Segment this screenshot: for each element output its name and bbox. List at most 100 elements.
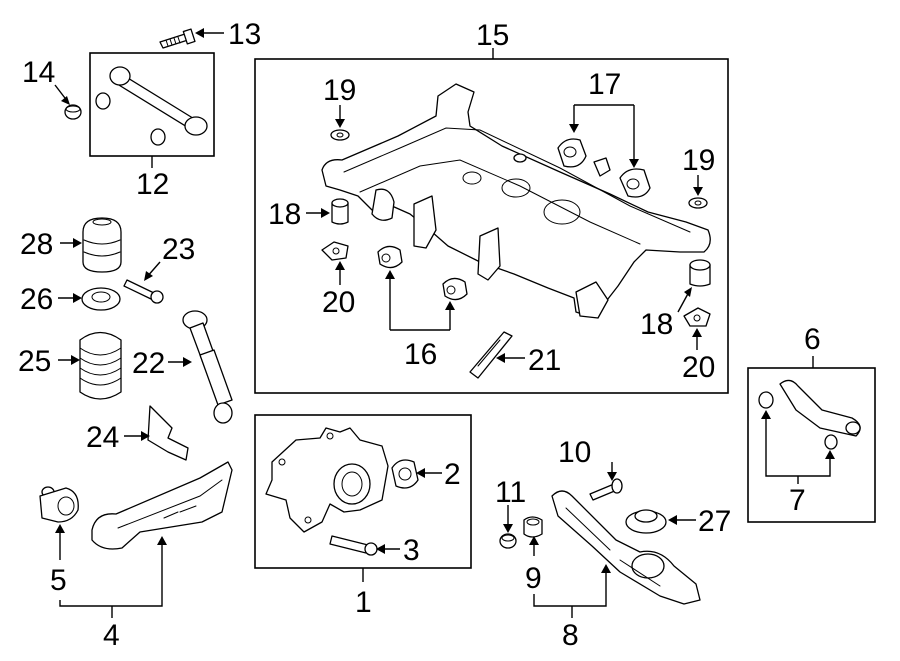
arrow-23 <box>144 271 153 281</box>
bushing-9 <box>523 516 543 538</box>
arrow-26 <box>73 293 82 303</box>
leader-8 <box>533 568 607 618</box>
arrow-5 <box>55 524 65 533</box>
callout-24: 24 <box>86 421 119 454</box>
plate-21 <box>469 331 513 379</box>
crossmember-group-box <box>254 58 729 394</box>
callout-19-right: 19 <box>682 144 715 177</box>
callout-9: 9 <box>525 562 542 595</box>
arrow-21 <box>496 353 505 363</box>
lower-arm-8 <box>551 490 701 605</box>
control-link-group-box <box>747 367 876 523</box>
bolt-23 <box>123 279 164 304</box>
callout-28: 28 <box>20 228 53 261</box>
callout-2: 2 <box>444 458 461 491</box>
callout-10: 10 <box>558 436 591 469</box>
leader-7 <box>765 414 831 484</box>
callout-17: 17 <box>588 68 621 101</box>
callout-20-right: 20 <box>682 351 715 384</box>
callout-26: 26 <box>20 283 53 316</box>
washer-19-right-hole <box>694 200 702 206</box>
callout-18-left: 18 <box>268 198 301 231</box>
callout-20-left: 20 <box>322 286 355 319</box>
crossmember-15 <box>321 83 711 319</box>
washer-19-left <box>330 129 350 141</box>
arrow-20-left <box>335 261 345 270</box>
callout-25: 25 <box>18 345 51 378</box>
arrow-2 <box>416 468 425 478</box>
callout-16: 16 <box>404 338 437 371</box>
arrow-11 <box>503 524 513 533</box>
arrow-4 <box>157 536 167 545</box>
bracket-24 <box>147 405 189 461</box>
arrow-10 <box>607 472 617 481</box>
arrow-8 <box>601 564 611 573</box>
bracket-20-left <box>321 241 349 261</box>
bump-stop-28 <box>82 217 122 273</box>
bushing-2 <box>391 459 419 489</box>
washer-19-left-hole <box>336 132 344 138</box>
bushing-17-left <box>557 138 611 177</box>
callout-1: 1 <box>355 586 372 619</box>
arrow-16-right <box>445 301 455 310</box>
arrow-13 <box>195 28 204 38</box>
bushing-5 <box>39 486 79 523</box>
callout-21: 21 <box>528 344 561 377</box>
leader-4 <box>59 540 163 618</box>
callout-14: 14 <box>22 56 55 89</box>
bushing-17-right <box>619 168 651 198</box>
bolt-3 <box>329 535 378 556</box>
arrow-24 <box>141 431 150 441</box>
arrow-16-left <box>385 270 395 279</box>
arrow-19-right <box>693 187 703 196</box>
arrow-28 <box>73 238 82 248</box>
callout-13: 13 <box>228 18 261 51</box>
callout-3: 3 <box>403 534 420 567</box>
callout-7: 7 <box>789 484 806 517</box>
control-link-6 <box>758 379 861 450</box>
arrow-14 <box>61 96 70 105</box>
arrow-9 <box>529 536 539 545</box>
callout-15: 15 <box>476 19 509 52</box>
knuckle-1 <box>265 427 389 533</box>
arrow-17-left <box>569 124 579 133</box>
callout-19-left: 19 <box>323 74 356 107</box>
lateral-link-12 <box>95 66 208 146</box>
coil-spring-25 <box>79 331 122 400</box>
callout-4: 4 <box>103 619 120 652</box>
arrow-7-right <box>825 450 835 459</box>
arrow-25 <box>71 355 80 365</box>
callout-23: 23 <box>162 233 195 266</box>
bolt-13 <box>159 28 196 49</box>
arrow-19-left <box>335 119 345 128</box>
nut-14 <box>64 104 82 120</box>
callout-18-right: 18 <box>640 308 673 341</box>
bushing-18-right <box>689 259 711 287</box>
leader-16 <box>389 273 451 331</box>
arrow-17-right <box>629 159 639 168</box>
bushing-16-left <box>377 245 403 269</box>
callout-8: 8 <box>562 619 579 652</box>
bushing-18-left <box>331 198 349 225</box>
bushing-16-right <box>442 277 468 301</box>
arrow-18-right <box>684 287 692 297</box>
arrow-27 <box>668 515 677 525</box>
arrow-18-left <box>321 208 330 218</box>
nut-11 <box>499 533 517 549</box>
bolt-10 <box>589 478 623 501</box>
bracket-20-right <box>683 307 711 327</box>
arrow-22 <box>183 357 192 367</box>
callout-22: 22 <box>132 347 165 380</box>
spring-seat-26 <box>81 287 121 311</box>
callout-12: 12 <box>136 168 169 201</box>
shock-absorber-22 <box>182 310 233 424</box>
callout-5: 5 <box>50 564 67 597</box>
washer-19-right <box>688 197 708 209</box>
arrow-20-right <box>692 328 702 337</box>
trailing-arm-4 <box>91 461 233 550</box>
callout-11: 11 <box>495 476 526 509</box>
arrow-7-left <box>761 410 771 419</box>
arrow-3 <box>376 544 385 554</box>
